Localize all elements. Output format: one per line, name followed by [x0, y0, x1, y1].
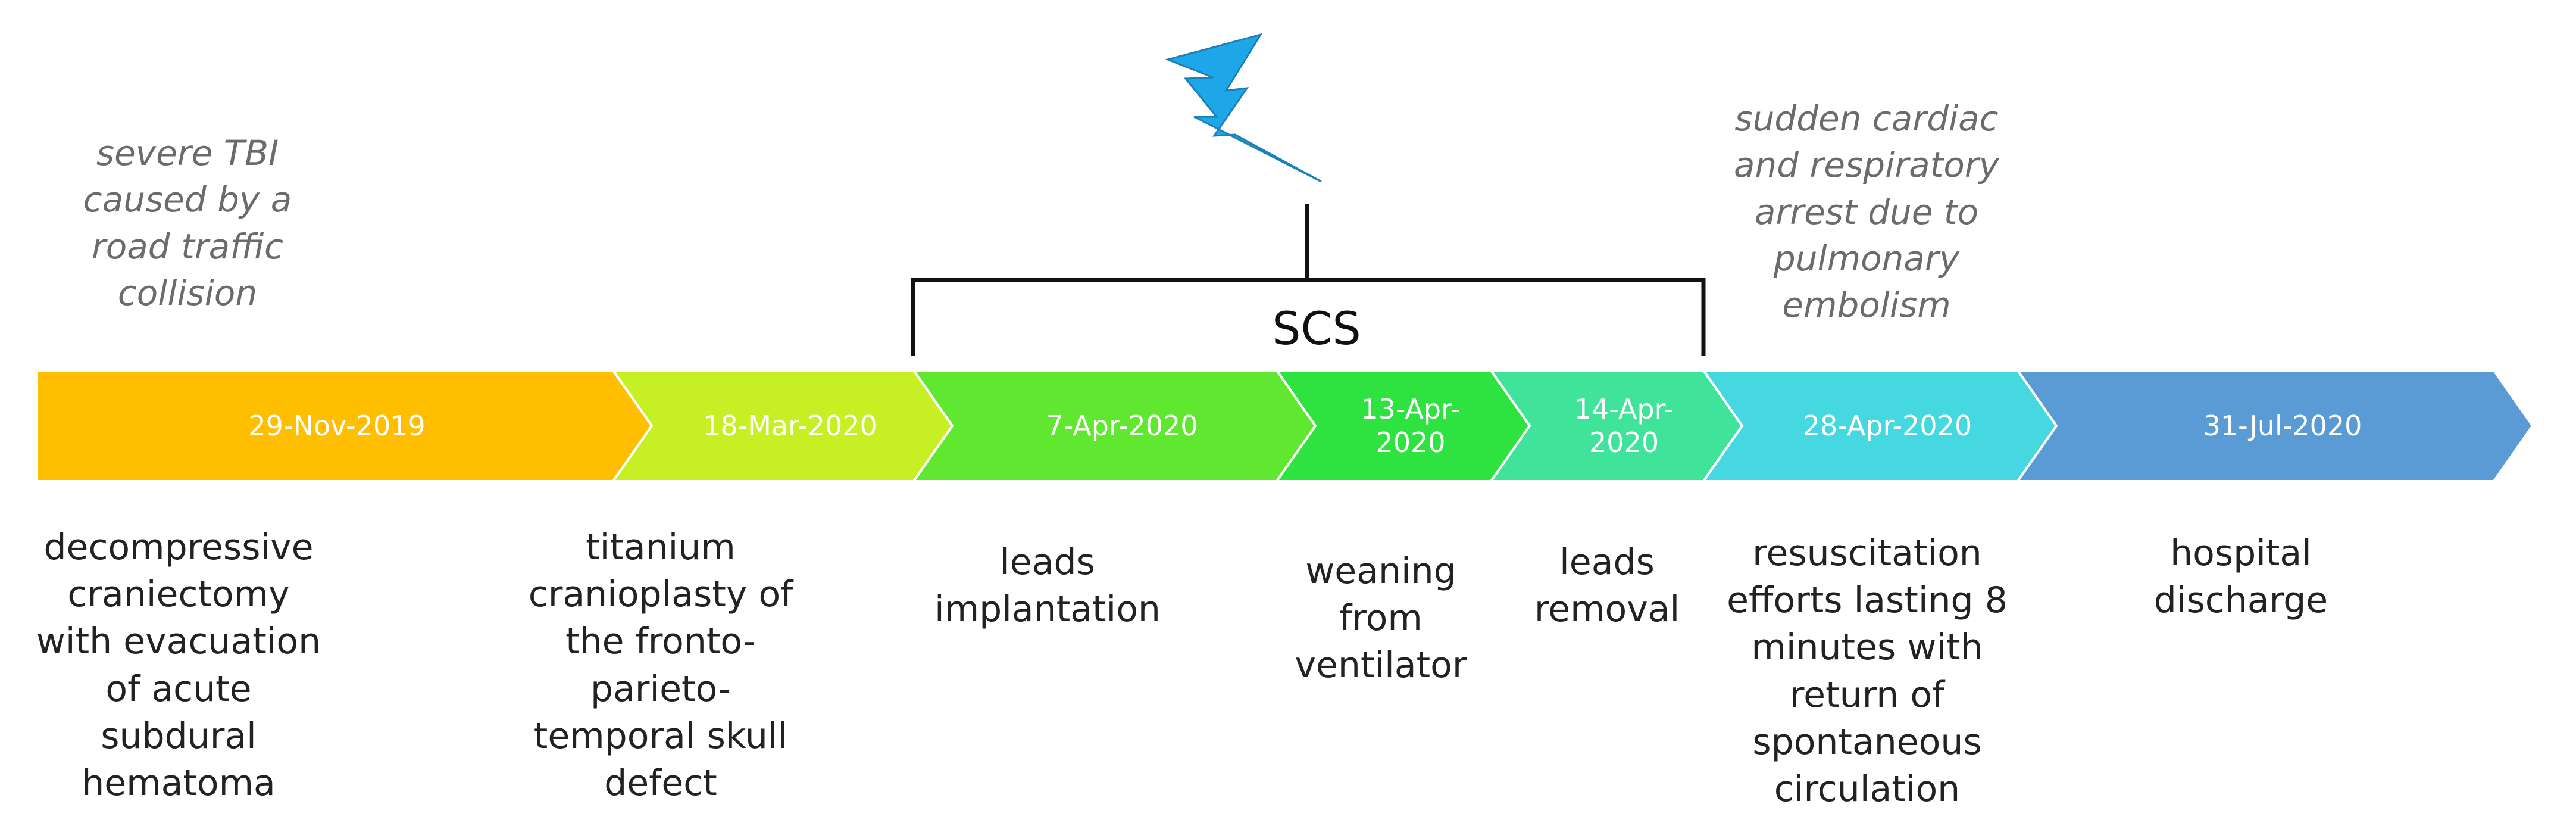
arrest-annotation: sudden cardiac and respiratory arrest du… — [1733, 98, 2000, 326]
event-date: 31-Jul-2020 — [2203, 410, 2362, 442]
event-date: 28-Apr-2020 — [1803, 410, 1972, 442]
event-description: leads removal — [1534, 541, 1680, 631]
scs-label: SCS — [1272, 302, 1361, 355]
timeline-chevrons: 29-Nov-2019 18-Mar-2020 7-Apr-2020 13-Apr-2… — [36, 369, 2534, 482]
injury-annotation: severe TBI caused by a road traffic coll… — [83, 133, 292, 313]
event-description: leads implantation — [934, 541, 1161, 631]
event-date: 7-Apr-2020 — [1046, 410, 1198, 442]
event-description: titanium cranioplasty of the fronto- par… — [528, 526, 793, 804]
event-date: 13-Apr-2020 — [1361, 393, 1460, 459]
timeline-segment — [1274, 369, 1531, 482]
event-date: 29-Nov-2019 — [248, 410, 425, 442]
timeline-segment — [1489, 369, 1744, 482]
event-date: 18-Mar-2020 — [703, 410, 877, 442]
event-description: hospital discharge — [2153, 532, 2328, 622]
timeline-segment — [2015, 369, 2534, 482]
event-description: weaning from ventilator — [1295, 550, 1467, 687]
event-date: 14-Apr-2020 — [1574, 393, 1674, 459]
scs-bracket — [911, 204, 1706, 356]
event-description: resuscitation efforts lasting 8 minutes … — [1727, 532, 2008, 810]
lightning-bolt-icon — [1165, 33, 1322, 183]
event-description: decompressive craniectomy with evacuatio… — [36, 526, 321, 804]
